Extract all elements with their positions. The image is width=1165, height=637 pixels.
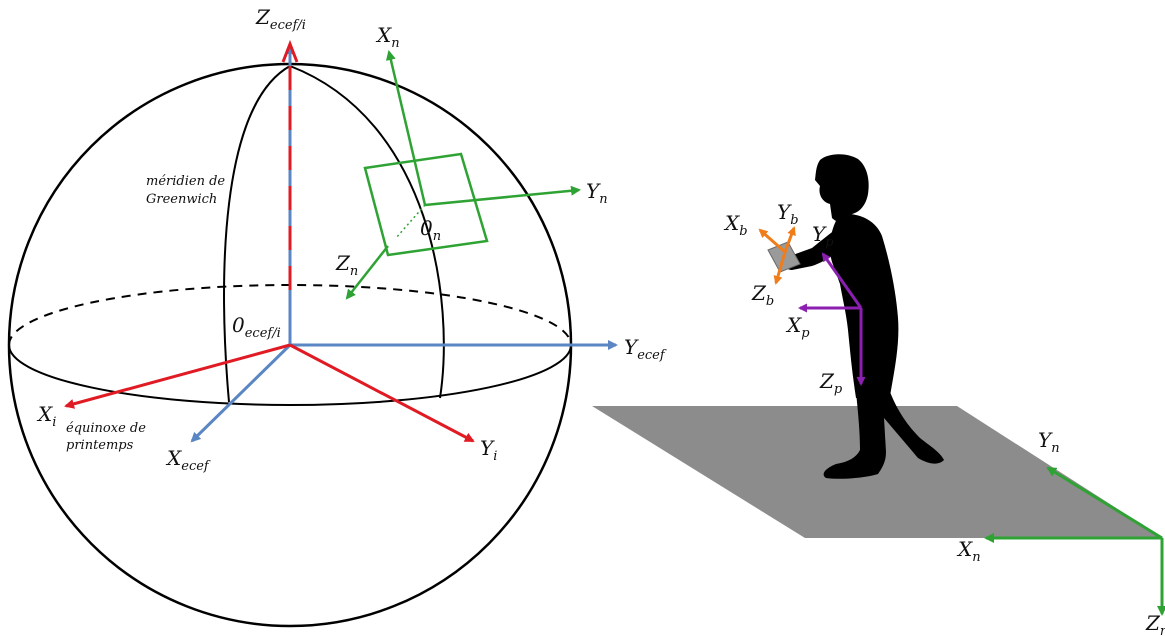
- walking-person-silhouette: [784, 154, 944, 479]
- z-n-axis: [345, 245, 389, 300]
- z-inertial-arrowhead: [281, 39, 299, 63]
- y-b-axis: [783, 226, 796, 253]
- person-head: [815, 154, 869, 223]
- label-x-n-sphere: Xn: [375, 23, 400, 51]
- label-y-ecef: Yecef: [624, 335, 667, 363]
- ecef-axes: [64, 39, 618, 443]
- greenwich-label-line2: Greenwich: [146, 192, 217, 207]
- equinox-label: équinoxe de printemps: [66, 421, 150, 453]
- tangent-plane: [363, 152, 489, 257]
- origin-dotted-link: [395, 204, 426, 239]
- label-y-n-sphere: Yn: [586, 179, 608, 207]
- person-torso: [830, 213, 899, 398]
- x-n-axis: [385, 50, 427, 206]
- x-inertial-axis: [64, 343, 291, 409]
- x-ecef-axis: [190, 343, 292, 443]
- label-z-p: Zp: [819, 369, 843, 397]
- greenwich-meridian-label: méridien de Greenwich: [146, 174, 229, 207]
- floor-y-n-axis: [1046, 466, 1163, 540]
- label-origin-n: 0n: [420, 216, 441, 244]
- y-inertial-axis: [289, 343, 475, 443]
- label-x-b: Xb: [723, 211, 748, 239]
- label-floor-y-n: Yn: [1038, 428, 1060, 456]
- y-p-axis: [821, 252, 863, 309]
- label-z-n-sphere: Zn: [335, 251, 358, 279]
- label-floor-x-n: Xn: [956, 537, 981, 565]
- floor-navigation-axes: [984, 466, 1165, 616]
- person-arm: [784, 226, 848, 270]
- pedestrian-frame-axes: [798, 252, 866, 386]
- label-y-b: Yb: [777, 200, 799, 228]
- body-frame-axes: [758, 226, 796, 285]
- greenwich-label-line1: méridien de: [146, 174, 225, 189]
- greenwich-meridian: [223, 65, 291, 403]
- person-legs: [823, 392, 944, 479]
- label-x-inertial: Xi: [36, 402, 56, 430]
- label-origin-ecef-i: 0ecef/i: [232, 313, 281, 341]
- label-z-b: Zb: [751, 281, 774, 309]
- equinox-label-line2: printemps: [66, 438, 134, 453]
- label-floor-z-n: Zn: [1145, 611, 1165, 637]
- label-z-ecef-i: Zecef/i: [255, 5, 306, 33]
- local-meridian: [289, 65, 445, 399]
- label-x-p: Xp: [785, 313, 810, 341]
- local-navigation-frame: [345, 50, 581, 300]
- equinox-label-line1: équinoxe de: [66, 421, 146, 436]
- z-b-axis: [773, 251, 787, 285]
- equator-front: [8, 344, 572, 406]
- label-y-inertial: Yi: [480, 436, 497, 464]
- label-x-ecef: Xecef: [165, 446, 211, 474]
- label-y-p: Yp: [812, 222, 834, 250]
- x-b-axis: [758, 228, 786, 254]
- pedestrian-scene: Xb Yb Zb Yp Xp Zp Yn Xn Zn: [592, 154, 1165, 637]
- y-n-axis: [424, 185, 581, 207]
